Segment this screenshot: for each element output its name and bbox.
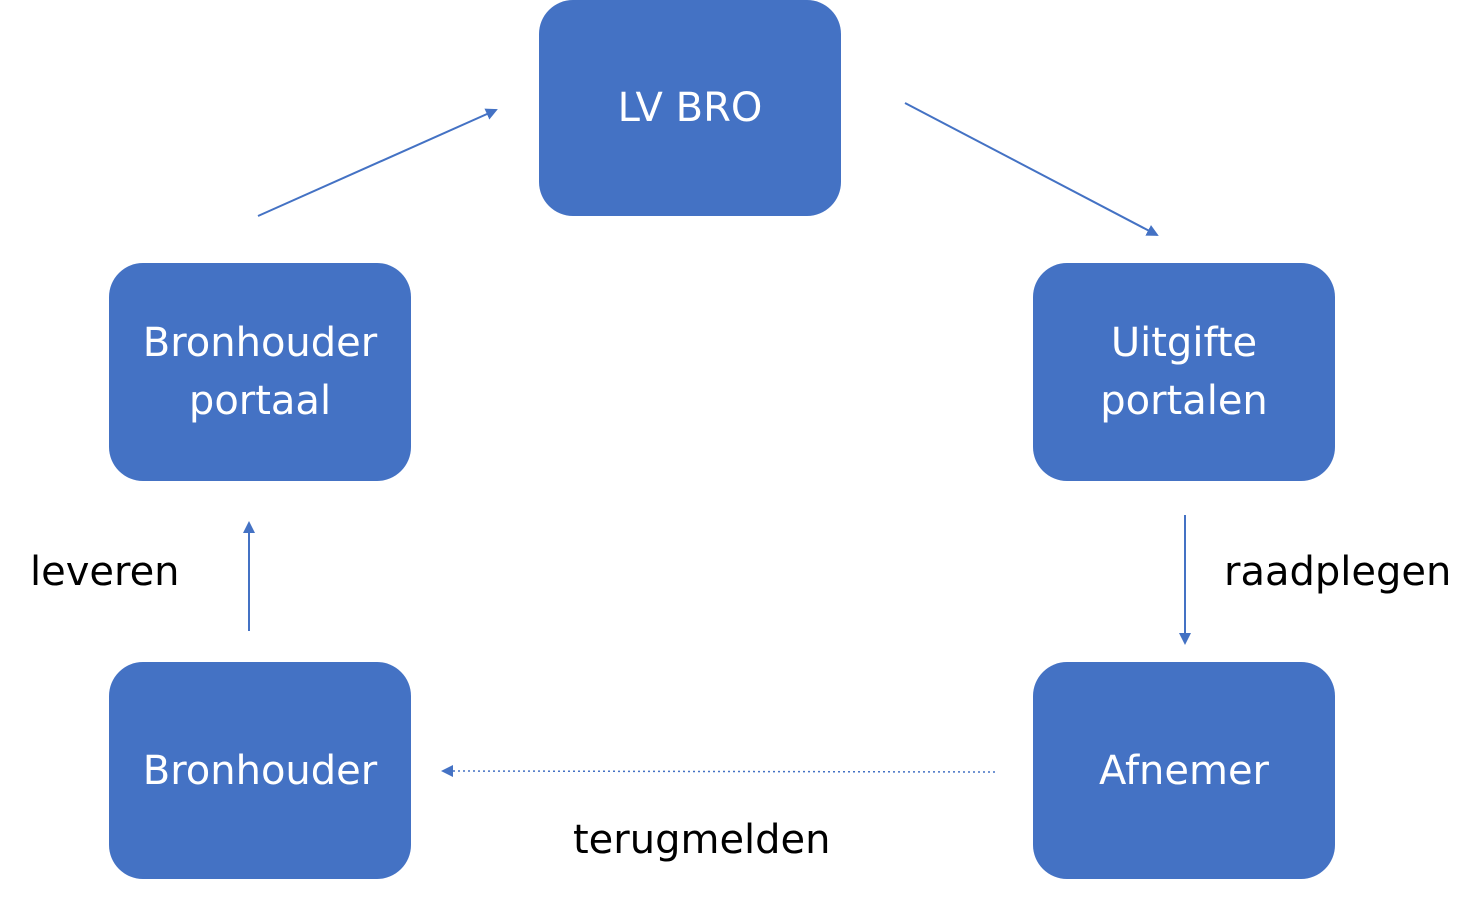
- edge-label-leveren: leveren: [30, 549, 180, 595]
- edge-label-raadplegen: raadplegen: [1224, 549, 1452, 595]
- arrow-lv-bro-to-uitgifte-portalen: [904, 102, 1159, 236]
- node-bronhouder-portaal-label: Bronhouder portaal: [142, 320, 378, 424]
- arrow-afnemer-to-bronhouder: [441, 765, 996, 778]
- node-lv-bro-label: LV BRO: [617, 85, 763, 131]
- edge-label-terugmelden: terugmelden: [573, 817, 831, 863]
- node-afnemer: Afnemer: [1033, 662, 1335, 879]
- node-bronhouder: Bronhouder: [109, 662, 411, 879]
- node-bronhouder-portaal: Bronhouder portaal: [109, 263, 411, 481]
- node-lv-bro: LV BRO: [539, 0, 841, 216]
- node-uitgifte-portalen-label: Uitgifte portalen: [1100, 320, 1268, 424]
- node-uitgifte-portalen: Uitgifte portalen: [1033, 263, 1335, 481]
- arrow-bronhouder-portaal-to-lv-bro: [257, 108, 498, 217]
- node-afnemer-label: Afnemer: [1099, 747, 1269, 794]
- node-bronhouder-label: Bronhouder: [142, 747, 378, 794]
